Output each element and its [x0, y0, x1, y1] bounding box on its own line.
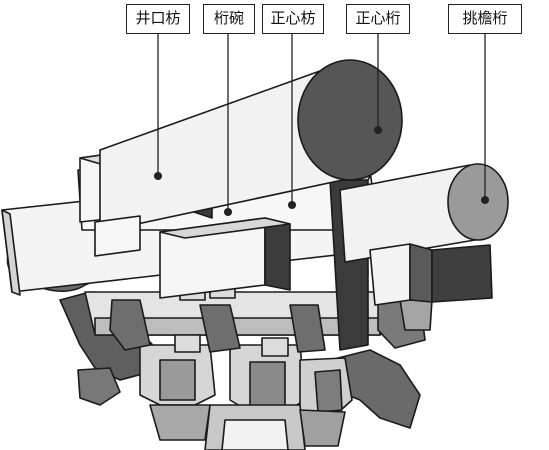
label-zhengxin-heng: 正心桁 [346, 4, 410, 34]
label-zhengxin-fang: 正心枋 [262, 4, 324, 34]
heng-wan-block [159, 217, 291, 299]
label-heng-wan: 桁碗 [203, 4, 255, 34]
marker-dot [223, 207, 233, 217]
marker-dot [373, 125, 383, 135]
label-jingkou-fang: 井口枋 [126, 4, 190, 34]
marker-dot [153, 171, 163, 181]
right-lower-block [369, 243, 493, 306]
bracket-cluster [6, 235, 433, 450]
marker-dot [480, 195, 490, 205]
leader-lines [153, 34, 490, 217]
marker-dot [287, 200, 297, 210]
tiaoyan-heng-purlin [339, 163, 509, 263]
label-tiaoyan-heng: 挑檐桁 [448, 4, 522, 34]
left-front-block [94, 215, 141, 257]
zhengxin-heng-purlin [99, 59, 403, 233]
